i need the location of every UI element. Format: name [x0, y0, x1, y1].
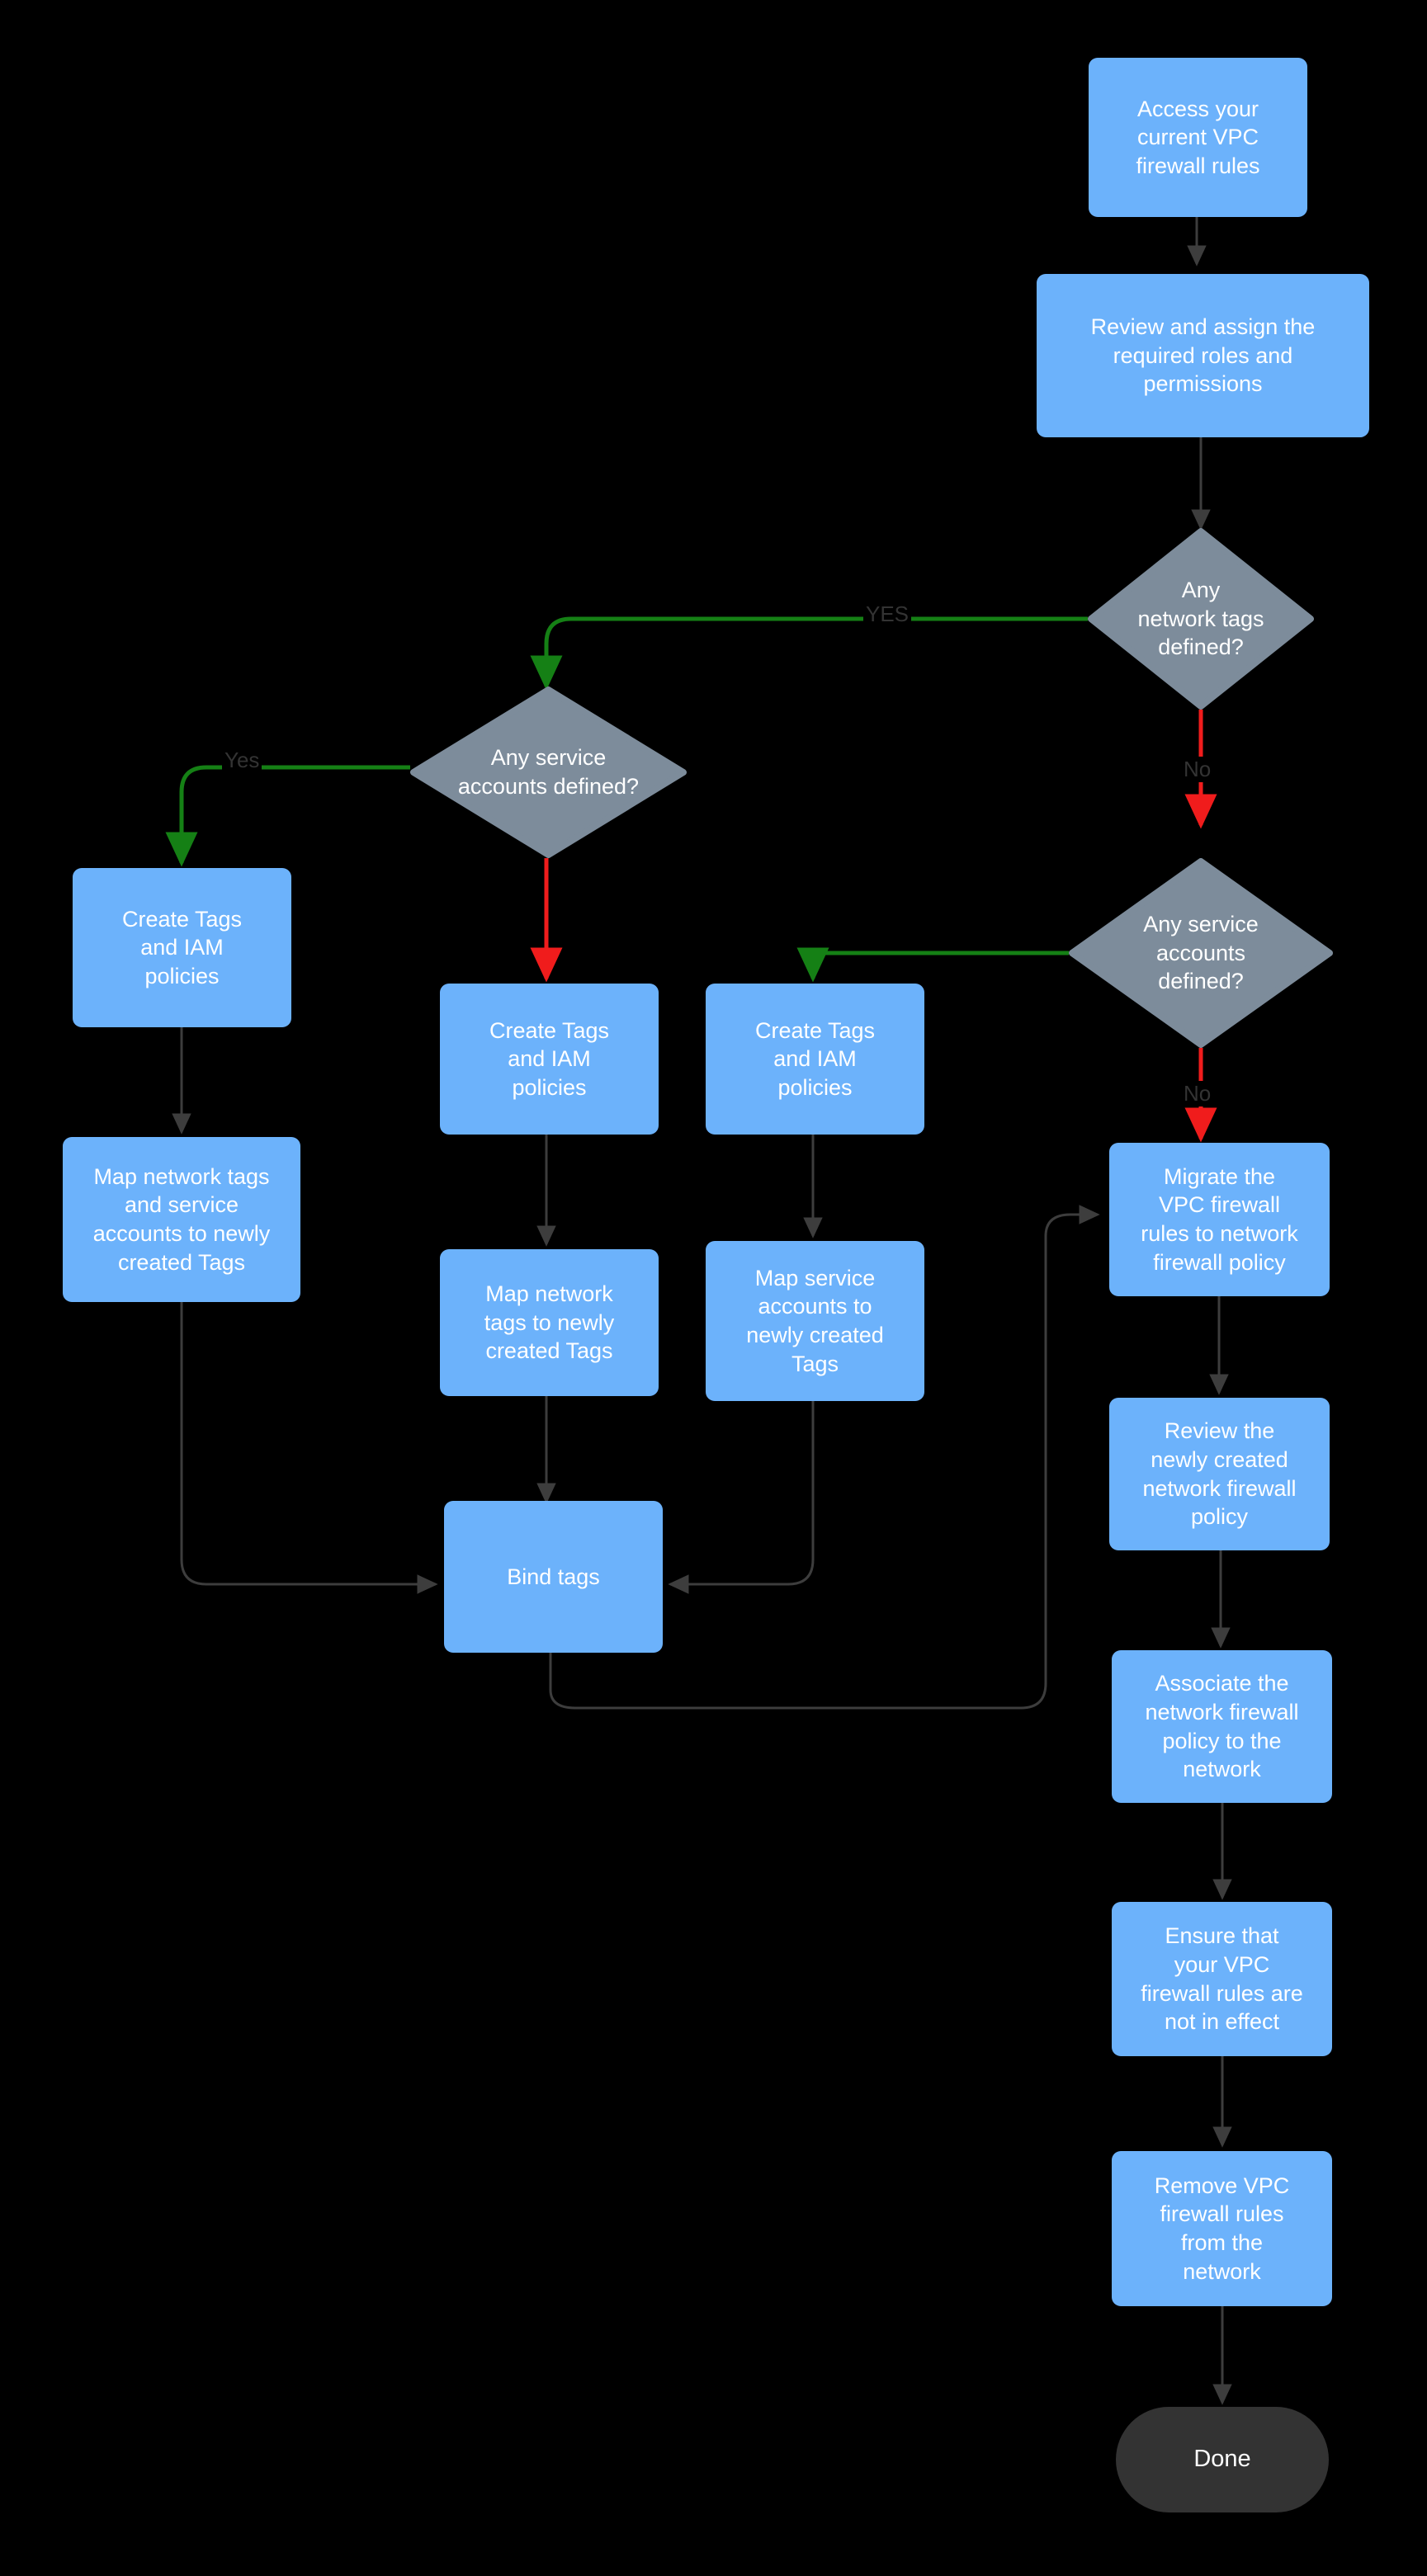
edge-map-both-to-bind-tags — [180, 1302, 438, 1594]
diamond-shape — [410, 686, 687, 858]
node-label: Map network tags and service accounts to… — [92, 1163, 271, 1275]
edge-label-no-service-accounts-right: No — [1181, 1081, 1214, 1106]
node-label: Remove VPC firewall rules from the netwo… — [1154, 2173, 1290, 2284]
node-remove-vpc-firewall-rules[interactable]: Remove VPC firewall rules from the netwo… — [1112, 2151, 1332, 2306]
node-access-vpc-firewall-rules[interactable]: Access your current VPC firewall rules — [1089, 58, 1307, 217]
node-label: Access your current VPC firewall rules — [1136, 96, 1260, 178]
node-label: Review and assign the required roles and… — [1090, 314, 1316, 397]
edge-service-accounts-left-yes-to-create-tags-left — [165, 765, 410, 867]
node-done[interactable]: Done — [1116, 2407, 1329, 2512]
node-create-tags-iam-left[interactable]: Create Tags and IAM policies — [73, 868, 291, 1027]
node-bind-tags[interactable]: Bind tags — [444, 1501, 663, 1653]
edge-network-tags-yes-to-service-accounts-left — [530, 616, 1088, 691]
node-label: Ensure that your VPC firewall rules are … — [1141, 1923, 1303, 2035]
node-label: Review the newly created network firewal… — [1142, 1418, 1297, 1530]
edge-label-yes-service-accounts-left: Yes — [222, 748, 262, 773]
node-label: Create Tags and IAM policies — [754, 1017, 876, 1100]
edge-map-service-to-bind-tags — [668, 1401, 815, 1594]
node-label: Any service accounts defined? — [1143, 912, 1259, 994]
node-label: Migrate the VPC firewall rules to networ… — [1141, 1163, 1298, 1275]
node-any-service-accounts-defined-left[interactable]: Any service accounts defined? — [410, 686, 687, 858]
node-create-tags-iam-third[interactable]: Create Tags and IAM policies — [706, 984, 924, 1135]
node-map-network-tags-and-service-accounts[interactable]: Map network tags and service accounts to… — [63, 1137, 300, 1302]
diamond-shape — [1069, 858, 1333, 1048]
node-label: Create Tags and IAM policies — [489, 1017, 610, 1100]
node-label: Bind tags — [507, 1564, 600, 1589]
node-map-network-tags[interactable]: Map network tags to newly created Tags — [440, 1249, 659, 1396]
node-label: Done — [1193, 2446, 1251, 2473]
node-label: Create Tags and IAM policies — [121, 906, 243, 988]
node-label: Associate the network firewall policy to… — [1145, 1671, 1299, 1782]
edge-label-yes-network-tags: YES — [863, 602, 912, 627]
edge-label-no-network-tags: No — [1181, 757, 1214, 782]
node-migrate-to-network-firewall-policy[interactable]: Migrate the VPC firewall rules to networ… — [1109, 1143, 1330, 1296]
node-label: Any service accounts defined? — [457, 745, 640, 799]
node-review-new-network-firewall-policy[interactable]: Review the newly created network firewal… — [1109, 1398, 1330, 1550]
diamond-shape — [1088, 528, 1314, 710]
node-associate-policy-to-network[interactable]: Associate the network firewall policy to… — [1112, 1650, 1332, 1803]
node-any-network-tags-defined[interactable]: Any network tags defined? — [1088, 528, 1314, 710]
node-ensure-vpc-rules-not-in-effect[interactable]: Ensure that your VPC firewall rules are … — [1112, 1902, 1332, 2056]
edge-bind-tags-to-migrate — [549, 1205, 1100, 1710]
node-map-service-accounts[interactable]: Map service accounts to newly created Ta… — [706, 1241, 924, 1401]
node-label: Any network tags defined? — [1137, 578, 1264, 660]
node-any-service-accounts-defined-right[interactable]: Any service accounts defined? — [1069, 858, 1333, 1048]
node-create-tags-iam-middle[interactable]: Create Tags and IAM policies — [440, 984, 659, 1135]
edge-service-accounts-right-yes-to-create-tags-third — [796, 947, 1069, 983]
node-review-assign-roles[interactable]: Review and assign the required roles and… — [1037, 274, 1369, 437]
node-label: Map service accounts to newly created Ta… — [746, 1265, 884, 1376]
node-label: Map network tags to newly created Tags — [484, 1281, 615, 1364]
